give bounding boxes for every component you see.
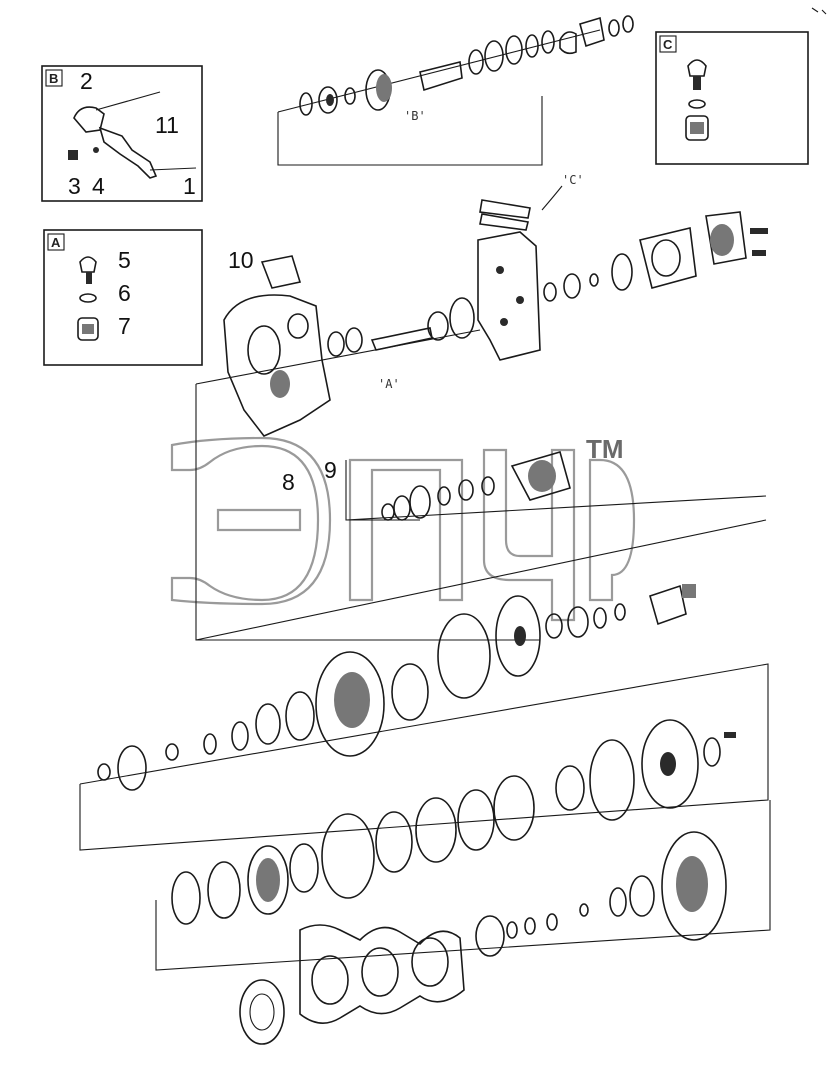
callout-9: 9: [324, 457, 337, 483]
inset-c: C: [655, 31, 809, 165]
hub-assembly: [239, 831, 727, 1045]
inset-a: A 5 6 7: [43, 229, 203, 366]
callout-3: 3: [68, 173, 81, 199]
inset-b: B 2 11 3 4 1: [41, 65, 203, 202]
callout-11: 11: [155, 112, 179, 138]
top-shaft-assembly: 'B': [277, 15, 634, 166]
callout-8: 8: [282, 469, 295, 495]
corner-mark: [811, 7, 827, 15]
brake-disk-assembly: [195, 519, 767, 699]
pump-assembly: [345, 451, 767, 521]
housing-assembly: 10 'A' 8 9: [195, 247, 540, 641]
cover-assembly: 'C': [477, 173, 768, 361]
watermark-logo: TM: [170, 434, 636, 622]
trademark-mark: TM: [586, 434, 624, 464]
callout-10: 10: [228, 247, 254, 273]
callout-4: 4: [92, 173, 105, 199]
reference-b: 'B': [404, 109, 426, 123]
callout-5: 5: [118, 247, 131, 273]
friction-pack-assembly: [155, 775, 771, 971]
callout-6: 6: [118, 280, 131, 306]
callout-7: 7: [118, 313, 131, 339]
inset-c-tag: C: [663, 37, 673, 52]
reference-c: 'C': [562, 173, 584, 187]
callout-1: 1: [183, 173, 196, 199]
inset-a-tag: A: [51, 235, 61, 250]
callout-2: 2: [80, 68, 93, 94]
reference-a: 'A': [378, 377, 400, 391]
planetary-assembly: [79, 651, 769, 851]
inset-b-tag: B: [49, 71, 58, 86]
